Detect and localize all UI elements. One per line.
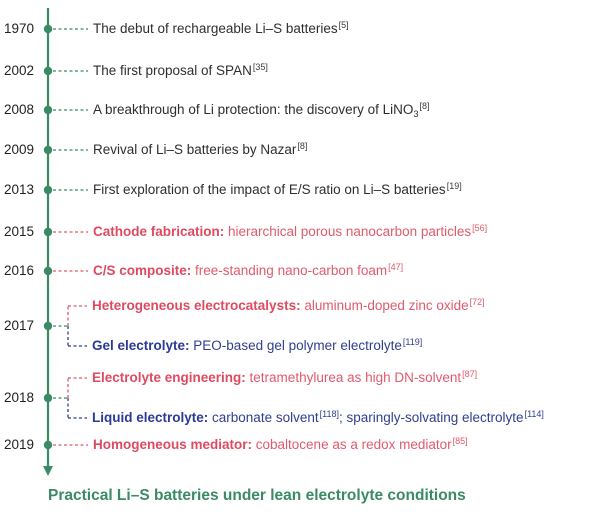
event-text: ; sparingly-solvating electrolyte xyxy=(338,410,524,425)
timeline-event: C/S composite: free-standing nano-carbon… xyxy=(93,262,404,280)
timeline-arrowhead xyxy=(43,466,53,476)
timeline-event: Homogeneous mediator: cobaltocene as a r… xyxy=(93,436,468,454)
year-dot xyxy=(43,321,53,331)
year-label: 2015 xyxy=(4,224,35,239)
event-text: First exploration of the impact of E/S r… xyxy=(93,182,446,197)
event-reference: [35] xyxy=(252,62,268,72)
year-label: 1970 xyxy=(4,21,35,36)
event-keyword: C/S composite: xyxy=(93,263,192,278)
timeline-event: Liquid electrolyte: carbonate solvent[11… xyxy=(92,409,544,427)
event-reference: [19] xyxy=(446,181,462,191)
year-dot xyxy=(43,185,53,195)
year-label: 2019 xyxy=(4,437,35,452)
event-reference: [5] xyxy=(338,20,349,30)
event-subscript: 3 xyxy=(413,109,419,119)
event-text: Revival of Li–S batteries by Nazar xyxy=(93,142,297,157)
timeline-event: First exploration of the impact of E/S r… xyxy=(93,181,462,199)
year-dot xyxy=(43,145,53,155)
year-markers xyxy=(43,24,53,450)
year-dot xyxy=(43,440,53,450)
event-text: cobaltocene as a redox mediator xyxy=(252,437,452,452)
event-reference: [114] xyxy=(524,409,544,419)
event-text: aluminum-doped zinc oxide xyxy=(300,298,469,313)
event-reference: [85] xyxy=(452,436,468,446)
event-reference: [56] xyxy=(472,223,488,233)
year-dot xyxy=(43,24,53,34)
event-text: carbonate solvent xyxy=(208,410,319,425)
event-keyword: Cathode fabrication: xyxy=(93,224,225,239)
event-keyword: Homogeneous mediator: xyxy=(93,437,253,452)
event-text: The first proposal of SPAN xyxy=(93,63,252,78)
year-dot xyxy=(43,105,53,115)
timeline-event: The debut of rechargeable Li–S batteries… xyxy=(93,20,349,38)
event-text: The debut of rechargeable Li–S batteries xyxy=(93,21,338,36)
event-keyword: Liquid electrolyte: xyxy=(92,410,209,425)
timeline-conclusion: Practical Li–S batteries under lean elec… xyxy=(48,487,466,504)
year-dot xyxy=(43,66,53,76)
event-text: tetramethylurea as high DN-solvent xyxy=(245,370,462,385)
event-keyword: Electrolyte engineering: xyxy=(92,370,246,385)
year-label: 2017 xyxy=(4,318,35,333)
year-dot xyxy=(43,266,53,276)
event-reference: [47] xyxy=(388,262,404,272)
timeline-event: Gel electrolyte: PEO-based gel polymer e… xyxy=(92,337,423,355)
year-label: 2016 xyxy=(4,263,35,278)
event-keyword: Gel electrolyte: xyxy=(92,338,190,353)
year-dot xyxy=(43,393,53,403)
timeline-event: Revival of Li–S batteries by Nazar[8] xyxy=(93,141,308,159)
event-reference: [8] xyxy=(297,141,308,151)
timeline-event: A breakthrough of Li protection: the dis… xyxy=(93,101,430,119)
event-text: free-standing nano-carbon foam xyxy=(191,263,388,278)
connector-lines xyxy=(53,28,88,446)
year-dot xyxy=(43,227,53,237)
timeline-event: Cathode fabrication: hierarchical porous… xyxy=(93,223,488,241)
timeline-event: Electrolyte engineering: tetramethylurea… xyxy=(92,369,478,387)
timeline-event: The first proposal of SPAN[35] xyxy=(93,62,268,80)
year-label: 2009 xyxy=(4,142,35,157)
event-text: hierarchical porous nanocarbon particles xyxy=(224,224,472,239)
event-reference: [8] xyxy=(419,101,430,111)
year-label: 2013 xyxy=(4,182,35,197)
year-label: 2008 xyxy=(4,102,35,117)
event-reference: [72] xyxy=(469,297,485,307)
year-label: 2002 xyxy=(4,63,35,78)
event-text: PEO-based gel polymer electrolyte xyxy=(189,338,402,353)
event-reference: [118] xyxy=(319,409,339,419)
event-text: A breakthrough of Li protection: the dis… xyxy=(93,102,414,117)
event-reference: [87] xyxy=(462,369,478,379)
event-reference: [119] xyxy=(402,337,423,347)
timeline-event: Heterogeneous electrocatalysts: aluminum… xyxy=(92,297,485,315)
year-label: 2018 xyxy=(4,390,35,405)
event-keyword: Heterogeneous electrocatalysts: xyxy=(92,298,301,313)
